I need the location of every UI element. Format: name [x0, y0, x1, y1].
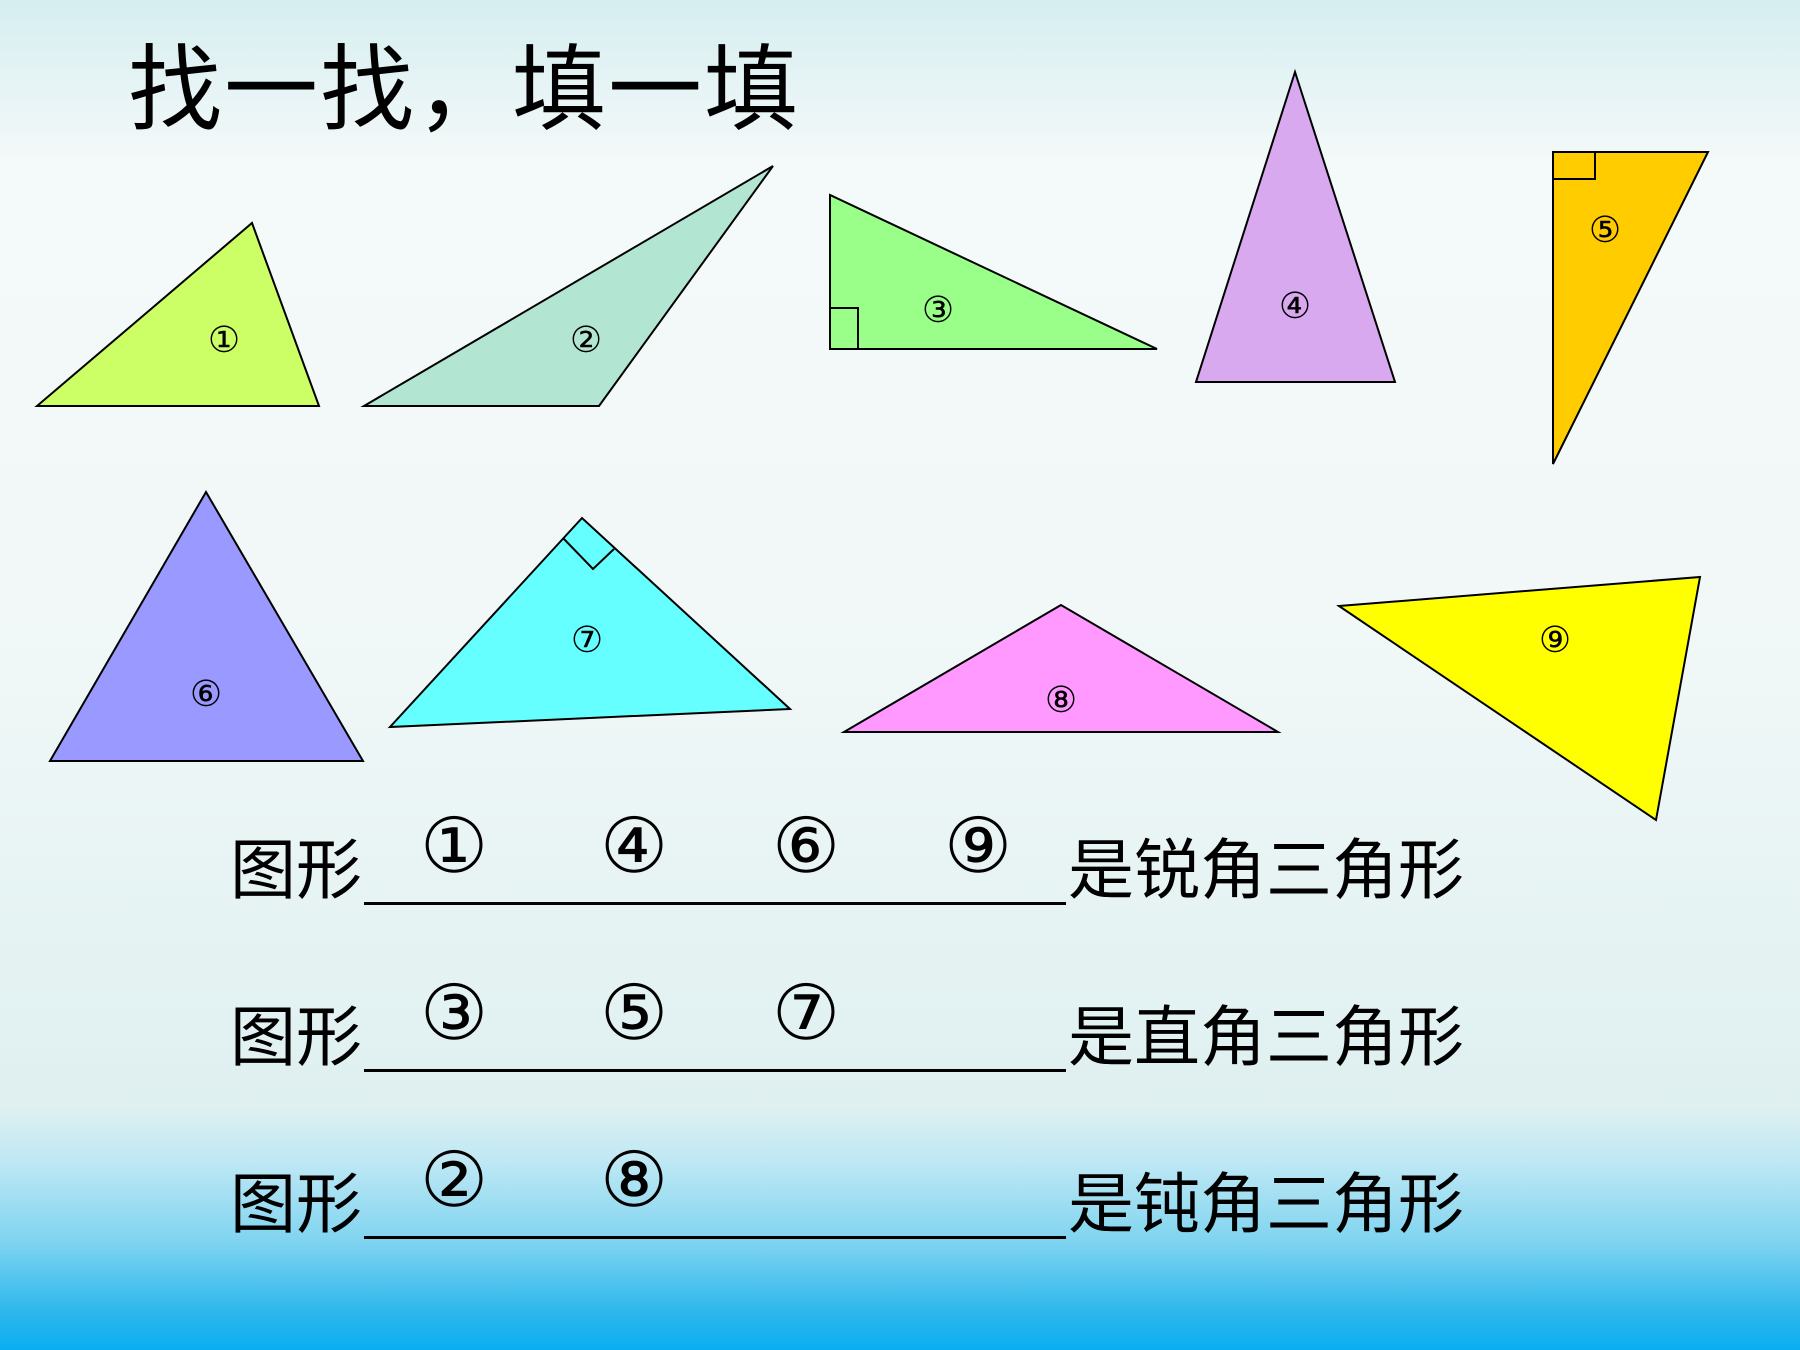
triangle-5-label: ⑤	[1589, 210, 1621, 251]
triangle-2-shape	[360, 165, 774, 407]
row-suffix: 是锐角三角形	[1068, 832, 1464, 909]
triangle-3-shape	[829, 193, 1158, 350]
triangle-5-right-angle-mark	[1553, 152, 1596, 180]
triangle-1-label: ①	[208, 320, 240, 361]
answer-mark: ⑨	[944, 801, 1013, 890]
triangle-8-label: ⑧	[1045, 680, 1077, 721]
triangle-3-label: ③	[922, 290, 954, 331]
answer-mark: ⑦	[772, 968, 841, 1057]
row-suffix: 是直角三角形	[1068, 999, 1464, 1076]
triangle-7-right-angle-mark	[562, 537, 615, 571]
answer-mark: ①	[420, 801, 489, 890]
triangle-7-shape	[387, 516, 793, 729]
answer-blank-line[interactable]	[364, 1236, 1066, 1239]
triangle-7: ⑦	[387, 516, 793, 729]
triangle-1: ①	[34, 221, 321, 407]
triangle-6-label: ⑥	[190, 674, 222, 715]
answer-row-right: 图形 ③ ⑤ ⑦ 是直角三角形	[230, 968, 1530, 1072]
answer-mark: ②	[420, 1135, 489, 1224]
triangle-1-shape	[34, 221, 321, 407]
answer-blank-line[interactable]	[364, 1069, 1066, 1072]
answer-blank-line[interactable]	[364, 902, 1066, 905]
triangle-7-label: ⑦	[571, 620, 603, 661]
triangle-4-label: ④	[1279, 286, 1311, 327]
triangle-9-label: ⑨	[1539, 620, 1571, 661]
triangle-9: ⑨	[1336, 575, 1702, 822]
answer-mark: ③	[420, 968, 489, 1057]
answer-mark: ⑤	[600, 968, 669, 1057]
triangle-6: ⑥	[48, 490, 365, 762]
row-prefix: 图形	[230, 832, 362, 909]
triangle-9-shape	[1336, 575, 1702, 822]
triangle-5: ⑤	[1552, 151, 1710, 465]
triangle-4: ④	[1194, 68, 1397, 383]
triangle-6-shape	[48, 490, 365, 762]
answer-mark: ⑧	[600, 1135, 669, 1224]
triangle-8-shape	[840, 603, 1282, 733]
answer-row-obtuse: 图形 ② ⑧ 是钝角三角形	[230, 1135, 1530, 1239]
triangle-5-shape	[1552, 151, 1710, 465]
row-suffix: 是钝角三角形	[1068, 1166, 1464, 1243]
answer-mark: ⑥	[772, 801, 841, 890]
row-prefix: 图形	[230, 999, 362, 1076]
row-prefix: 图形	[230, 1166, 362, 1243]
triangle-4-shape	[1194, 68, 1397, 383]
triangle-2-label: ②	[570, 320, 602, 361]
triangle-3: ③	[829, 193, 1158, 350]
answer-row-acute: 图形 ① ④ ⑥ ⑨ 是锐角三角形	[230, 801, 1530, 905]
triangle-2: ②	[360, 165, 774, 407]
answer-mark: ④	[600, 801, 669, 890]
triangle-3-right-angle-mark	[830, 307, 859, 349]
page-title: 找一找，填一填	[128, 36, 801, 145]
triangle-8: ⑧	[840, 603, 1282, 733]
